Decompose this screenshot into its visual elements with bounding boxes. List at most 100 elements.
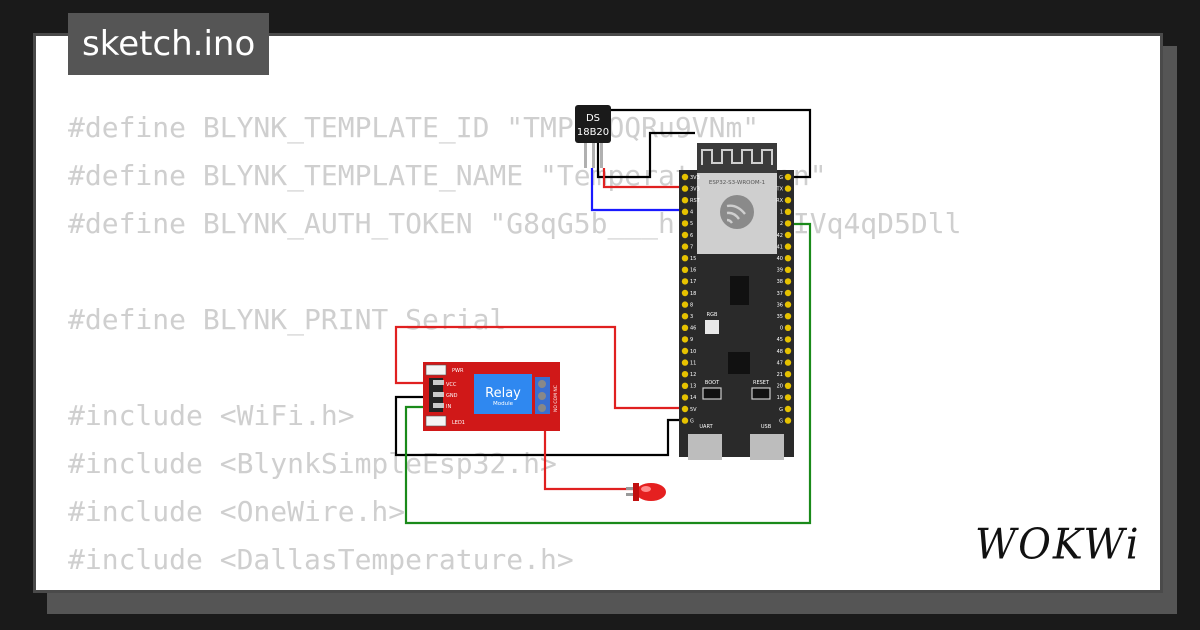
wire-red-led	[543, 425, 633, 491]
left-pin-pad[interactable]	[681, 266, 689, 273]
left-pin-label: 3	[690, 314, 693, 320]
left-pin-pad[interactable]	[681, 313, 689, 320]
right-pin-pad[interactable]	[784, 289, 792, 297]
wire-red-relay-vcc	[394, 325, 685, 410]
wire-black-relay-gnd	[394, 395, 685, 457]
left-pin-pad[interactable]	[681, 278, 689, 285]
right-pin-pad[interactable]	[784, 208, 792, 215]
right-pin-pad[interactable]	[784, 324, 792, 331]
left-pin-pad[interactable]	[681, 289, 689, 297]
code-line: #include <DallasTemperature.h>	[68, 543, 574, 576]
right-pin-pad[interactable]	[784, 255, 792, 262]
left-pin-pad[interactable]	[681, 394, 689, 401]
boot-button[interactable]	[702, 387, 722, 400]
right-pin-label: 0	[780, 326, 783, 332]
left-pin-label: 6	[690, 233, 693, 239]
right-pin-pad[interactable]	[784, 347, 792, 355]
reset-button[interactable]	[751, 387, 771, 400]
boot-label: BOOT	[705, 380, 720, 386]
left-pin-pad[interactable]	[681, 417, 689, 424]
left-pin-label: 17	[690, 279, 696, 285]
right-pin-label: 42	[777, 233, 783, 239]
left-pin-pad[interactable]	[681, 359, 689, 366]
code-line: #include <BlynkSimpleEsp32.h>	[68, 447, 557, 480]
sensor-label-line1: DS	[586, 113, 600, 124]
right-pin-label: 1	[780, 210, 783, 216]
right-pin-pad[interactable]	[784, 336, 792, 343]
left-pin-label: 16	[690, 268, 696, 274]
left-pin-pad[interactable]	[681, 208, 689, 215]
wokwi-logo: WOKWi	[975, 520, 1155, 582]
left-pin-label: 7	[690, 244, 693, 250]
right-pin-pad[interactable]	[784, 313, 792, 320]
code-line: #include <WiFi.h>	[68, 399, 355, 432]
logo-text: WOKWi	[975, 520, 1141, 570]
right-pin-pad[interactable]	[784, 301, 792, 308]
right-pin-pad[interactable]	[784, 266, 792, 273]
right-pin-pad[interactable]	[784, 278, 792, 285]
code-line: #define BLYNK_PRINT Serial	[68, 303, 507, 336]
left-pin-pad[interactable]	[681, 382, 689, 389]
right-pin-pad[interactable]	[784, 359, 792, 366]
left-pin-pad[interactable]	[681, 405, 689, 413]
terminal-screw-icon	[538, 392, 546, 400]
wire-black-sensor-loop	[596, 131, 695, 179]
led1-label: LED1	[452, 420, 465, 426]
sensor-label-line2: 18B20	[577, 127, 609, 138]
right-pin-pad[interactable]	[784, 394, 792, 401]
code-line: #include <OneWire.h>	[68, 495, 406, 528]
right-pin-pad[interactable]	[784, 185, 792, 192]
left-pin-pad[interactable]	[681, 336, 689, 343]
left-pin-label: 8	[690, 302, 693, 308]
right-pin-pad[interactable]	[784, 405, 792, 413]
right-pin-label: 38	[777, 279, 783, 285]
esp32-s3-board[interactable]: ESP32-S3-WROOM-1 RGB BOOT RESET UART USB…	[679, 143, 794, 460]
red-led[interactable]	[626, 483, 666, 501]
right-pin-label: TX	[776, 186, 784, 192]
right-pin-label: 39	[777, 268, 783, 274]
antenna-trace	[701, 149, 773, 165]
relay-module[interactable]: PWR LED1 VCC GND IN Relay Module NO COM …	[423, 362, 560, 431]
right-pin-pad[interactable]	[784, 173, 792, 181]
right-pin-label: G	[779, 407, 783, 413]
right-pin-pad[interactable]	[784, 231, 792, 239]
wire-red-sensor-vcc	[602, 168, 685, 189]
left-pin-label: 3V3	[690, 186, 700, 192]
terminal-labels: NO COM NC	[553, 385, 559, 412]
led1	[425, 415, 447, 427]
right-pin-label: 35	[777, 314, 783, 320]
right-pin-label: 40	[777, 256, 783, 262]
right-pin-pad[interactable]	[784, 417, 792, 424]
wire-green-relay-in	[404, 222, 812, 525]
left-pin-pad[interactable]	[681, 243, 689, 250]
left-pin-pad[interactable]	[681, 301, 689, 308]
module-label: ESP32-S3-WROOM-1	[709, 180, 765, 186]
left-pin-label: 5	[690, 221, 693, 227]
left-pin-pad[interactable]	[681, 185, 689, 192]
left-pin-pad[interactable]	[681, 231, 689, 239]
right-pin-pad[interactable]	[784, 382, 792, 389]
usb-label: USB	[761, 424, 772, 430]
right-pin-label: G	[779, 175, 783, 181]
right-pin-label: 41	[777, 244, 783, 250]
left-pin-pad[interactable]	[681, 197, 689, 204]
uart-connector	[688, 434, 722, 460]
right-pin-label: 36	[777, 302, 783, 308]
left-pin-pad[interactable]	[681, 173, 689, 181]
code-line: #define BLYNK_TEMPLATE_ID "TMPL5OQRu9VNm…	[68, 111, 760, 144]
left-pin-pad[interactable]	[681, 255, 689, 262]
right-pin-pad[interactable]	[784, 371, 792, 378]
right-pin-pad[interactable]	[784, 220, 792, 227]
wires	[394, 108, 812, 525]
file-tab[interactable]: sketch.ino	[68, 13, 270, 75]
left-pin-pad[interactable]	[681, 347, 689, 355]
right-pin-pad[interactable]	[784, 243, 792, 250]
left-pin-pad[interactable]	[681, 371, 689, 378]
left-pin-label: G	[690, 418, 694, 424]
ds18b20-sensor[interactable]: DS 18B20	[575, 105, 611, 168]
rgb-led	[705, 320, 719, 334]
left-pin-pad[interactable]	[681, 324, 689, 331]
left-pin-pad[interactable]	[681, 220, 689, 227]
right-pin-pad[interactable]	[784, 197, 792, 204]
